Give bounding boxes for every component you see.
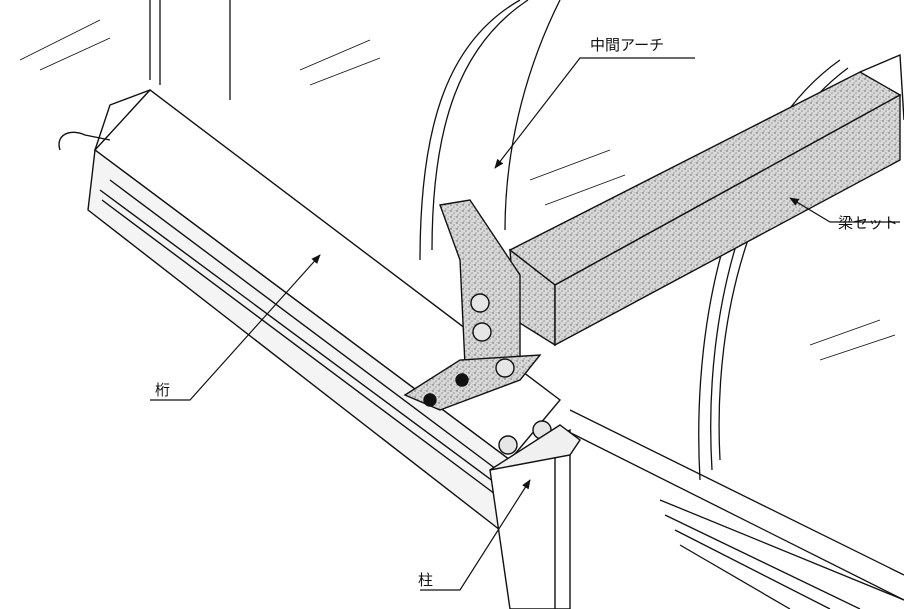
column-member bbox=[489, 424, 581, 609]
girder-leader bbox=[150, 254, 321, 401]
label-girder: 桁 bbox=[155, 381, 170, 399]
label-beam-set: 梁セット bbox=[838, 214, 898, 232]
connection-bracket bbox=[403, 199, 552, 455]
cross-beam bbox=[508, 53, 904, 347]
lower-girder bbox=[564, 409, 904, 609]
leader-lines bbox=[150, 57, 900, 591]
label-intermediate-arch: 中間アーチ bbox=[590, 36, 664, 54]
arch-leader bbox=[494, 57, 695, 169]
beam-leader bbox=[789, 197, 900, 223]
label-column: 柱 bbox=[418, 571, 433, 589]
column-leader bbox=[420, 479, 531, 591]
girder-member bbox=[58, 89, 562, 532]
